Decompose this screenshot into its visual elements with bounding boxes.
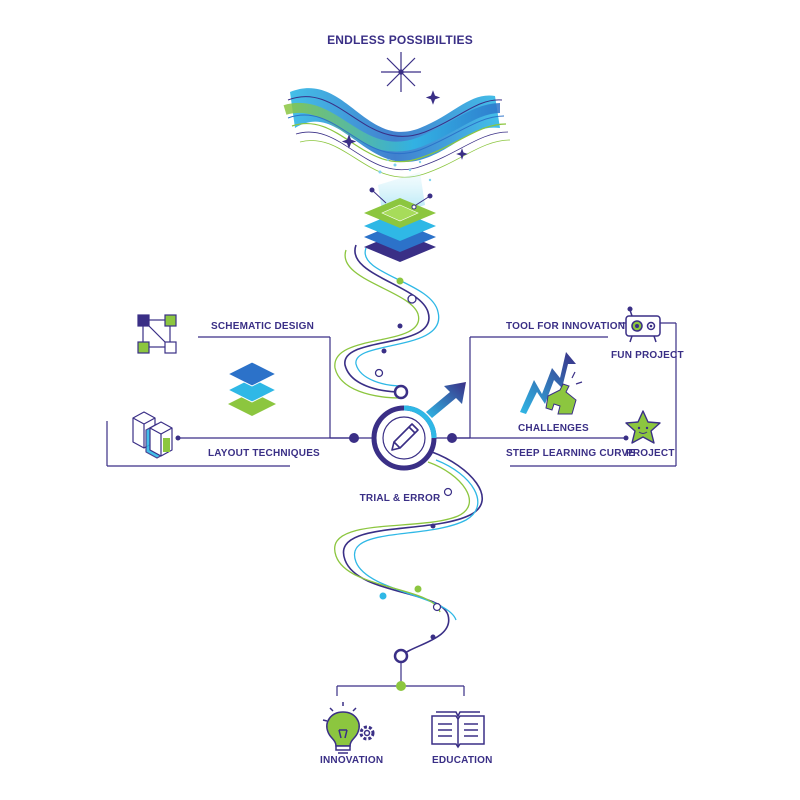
label-innovation: INNOVATION xyxy=(320,755,384,766)
label-education: EDUCATION xyxy=(432,755,493,766)
arrow-up-right-icon xyxy=(426,382,466,418)
label-schematic-design: SCHEMATIC DESIGN xyxy=(211,321,315,332)
upper-path xyxy=(334,244,440,399)
blocks-icon xyxy=(132,411,173,459)
wave-ribbon xyxy=(283,88,511,178)
right-branch xyxy=(452,322,677,467)
title-endless-possibilities: ENDLESS POSSIBILTIES xyxy=(327,33,473,47)
label-tool-for-innovation: TOOL FOR INNOVATION xyxy=(506,321,626,332)
label-layout-techniques: LAYOUT TECHNIQUES xyxy=(208,448,320,459)
book-icon xyxy=(431,711,485,749)
center-hub xyxy=(330,382,470,471)
layers-icon xyxy=(226,361,278,416)
robot-icon xyxy=(625,306,661,343)
layers-stack-icon xyxy=(364,159,436,262)
sparkle-icon xyxy=(341,52,468,160)
star-icon xyxy=(625,410,661,444)
left-branch xyxy=(106,336,354,467)
lower-path xyxy=(334,451,484,657)
label-steep-learning-curve: STEEP LEARNING CURVE xyxy=(506,448,636,459)
puzzle-icon xyxy=(545,371,583,415)
label-trial-and-error: TRIAL & ERROR xyxy=(359,493,441,504)
label-challenges: CHALLENGES xyxy=(518,423,589,434)
label-project: PROJECT xyxy=(626,448,675,459)
pencil-icon xyxy=(391,423,419,451)
lightbulb-gear-icon xyxy=(322,702,375,754)
label-fun-project: FUN PROJECT xyxy=(611,350,684,361)
flowchart-icon xyxy=(137,314,177,354)
growth-arrow-icon xyxy=(520,352,576,414)
